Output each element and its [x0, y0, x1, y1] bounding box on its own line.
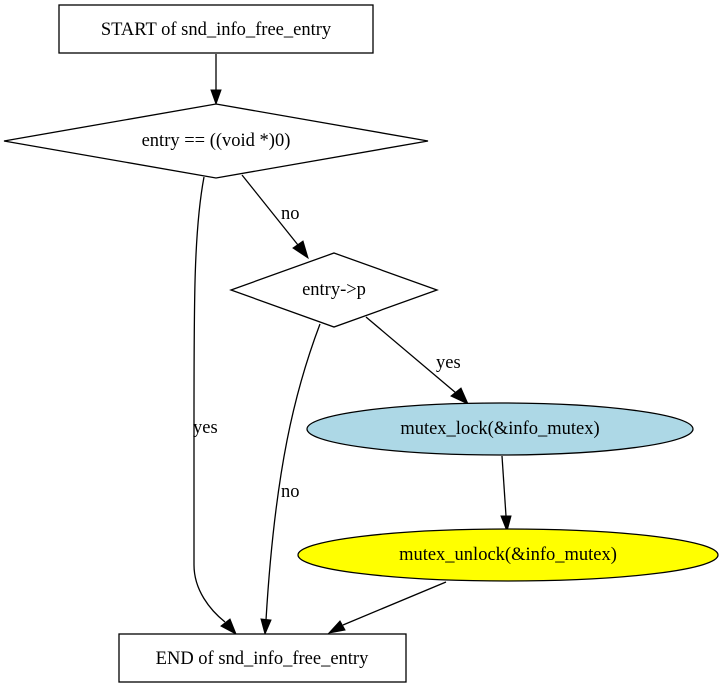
- node-end-label: END of snd_info_free_entry: [156, 649, 369, 669]
- edge-label-yes-2: yes: [436, 353, 461, 373]
- node-end[interactable]: END of snd_info_free_entry: [118, 633, 407, 683]
- node-mutex-unlock-label: mutex_unlock(&info_mutex): [399, 545, 617, 565]
- edge-lock-to-unlock: [500, 455, 512, 533]
- node-cond2-label: entry->p: [302, 280, 366, 300]
- edge-label-no-1: no: [281, 204, 300, 224]
- edge-cond2-to-end-no: no: [260, 323, 321, 636]
- edge-cond1-to-end-yes: yes: [193, 176, 237, 636]
- node-start[interactable]: START of snd_info_free_entry: [58, 4, 374, 54]
- node-mutex-lock[interactable]: mutex_lock(&info_mutex): [306, 402, 694, 456]
- node-cond2[interactable]: entry->p: [229, 252, 439, 328]
- edge-unlock-to-end: [327, 581, 447, 634]
- edge-label-yes-1: yes: [193, 418, 218, 438]
- node-start-label: START of snd_info_free_entry: [101, 20, 332, 40]
- edge-cond2-to-lock-yes: yes: [365, 316, 469, 406]
- node-mutex-unlock[interactable]: mutex_unlock(&info_mutex): [297, 528, 719, 582]
- node-cond1-label: entry == ((void *)0): [142, 131, 291, 151]
- edge-label-no-2: no: [281, 482, 300, 502]
- edge-start-to-cond1: [210, 54, 222, 106]
- edge-cond1-to-cond2-no: no: [241, 174, 309, 260]
- node-mutex-lock-label: mutex_lock(&info_mutex): [400, 419, 599, 439]
- node-cond1[interactable]: entry == ((void *)0): [3, 103, 429, 179]
